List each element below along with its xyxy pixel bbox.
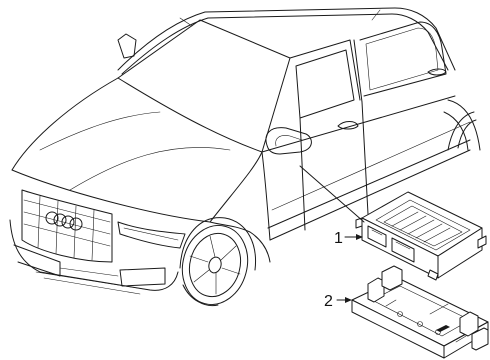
mounting-bracket-part — [351, 265, 489, 359]
callout-number-1: 1 — [334, 230, 343, 247]
leader-line-1 — [299, 165, 365, 223]
vehicle-illustration — [9, 7, 481, 307]
control-module-part — [355, 191, 487, 281]
callout-number-2: 2 — [324, 293, 333, 310]
front-wheel — [179, 217, 257, 307]
leader-line-1-arrowhead — [356, 234, 363, 240]
leader-line-2-arrowhead — [345, 297, 352, 303]
